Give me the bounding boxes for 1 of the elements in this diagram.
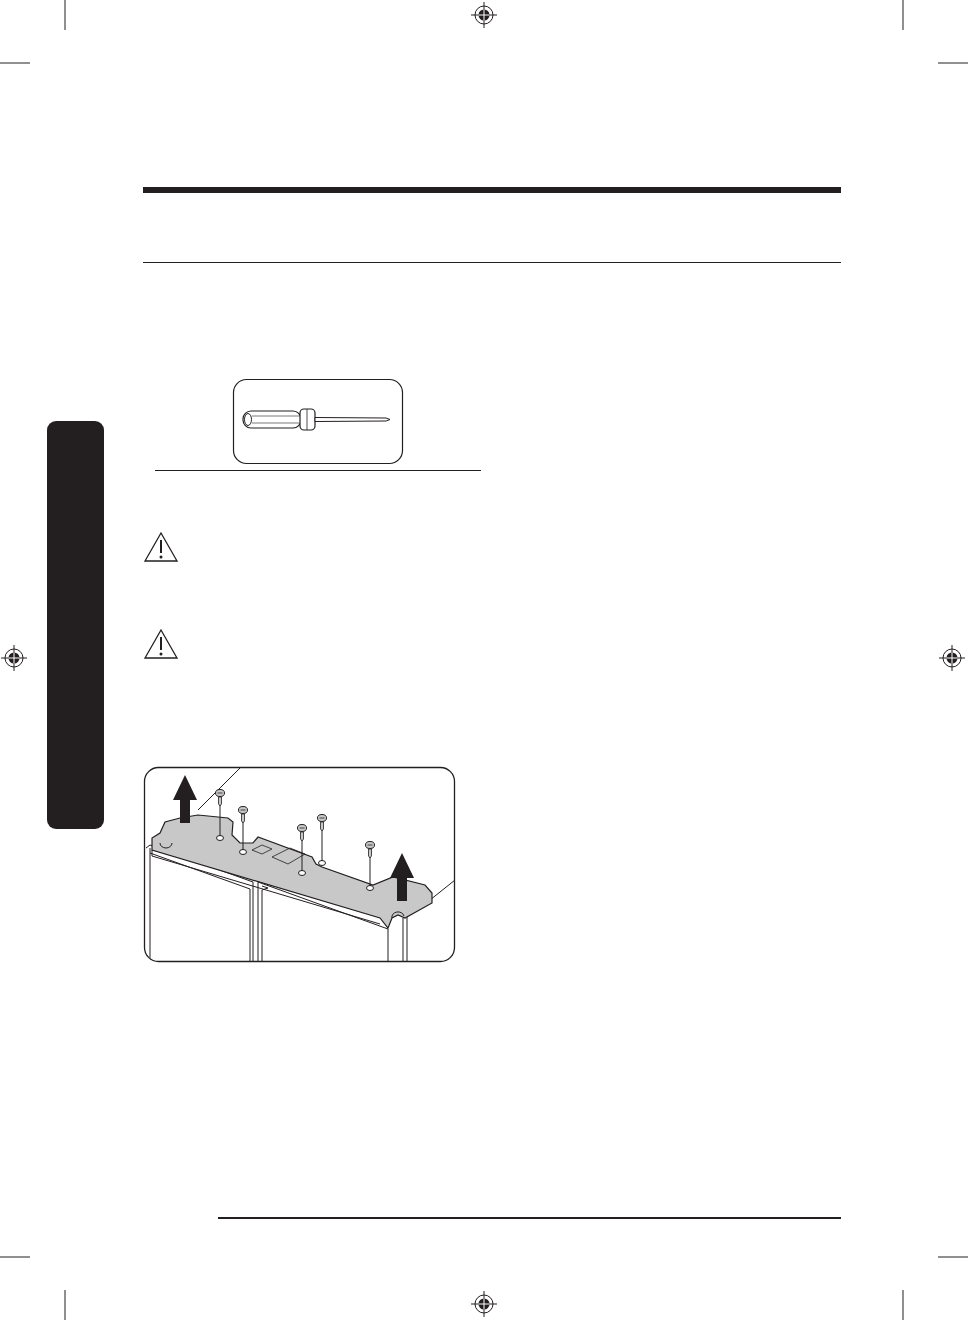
side-tab (47, 421, 104, 829)
